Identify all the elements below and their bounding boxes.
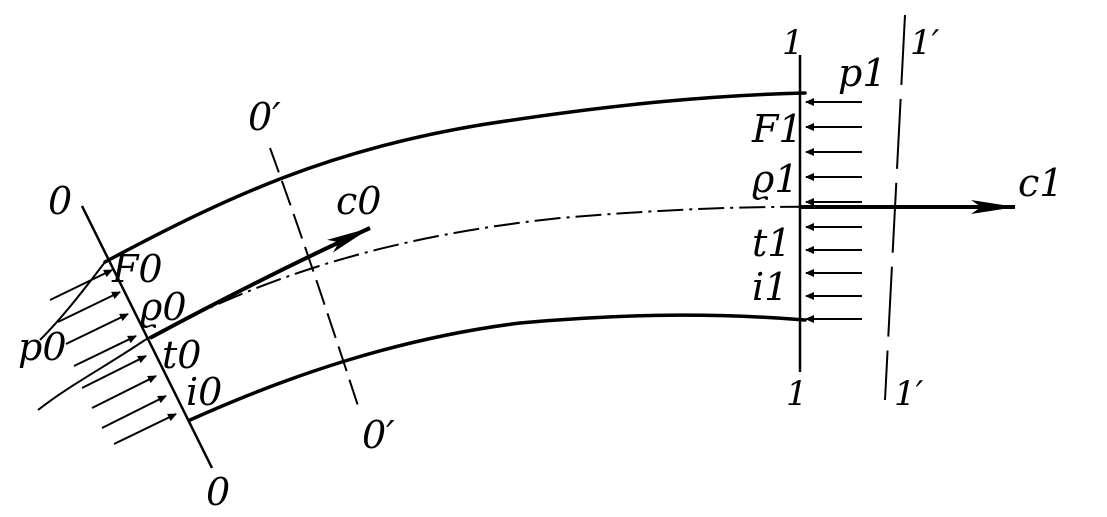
inlet-streamline-upper (39, 261, 106, 341)
label-section-1-top: 1 (782, 23, 804, 63)
label-pressure-outlet: p1 (838, 51, 887, 95)
label-density-inlet: ϱ0 (140, 285, 187, 329)
label-section-1p-top: 1′ (910, 23, 940, 63)
label-enthalpy-outlet: i1 (752, 265, 788, 309)
label-section-0-top: 0 (48, 179, 72, 223)
inlet-pressure-arrows (49, 269, 177, 445)
label-velocity-inlet: c0 (336, 179, 381, 223)
label-temperature-inlet: t0 (162, 333, 201, 377)
label-velocity-outlet: c1 (1018, 161, 1063, 205)
inlet-streamline-lower (37, 339, 146, 411)
label-area-outlet: F1 (751, 107, 803, 151)
lower-wall (188, 313, 807, 422)
section-0-line (80, 205, 214, 469)
label-section-1p-bottom: 1′ (894, 374, 924, 414)
velocity-inlet-arrow (149, 226, 371, 340)
label-area-inlet: F0 (111, 247, 163, 291)
center-streamline (144, 205, 841, 341)
upper-wall (103, 91, 807, 264)
label-temperature-outlet: t1 (752, 221, 791, 265)
label-section-0p-bottom: 0′ (362, 413, 395, 457)
outlet-pressure-arrows (805, 98, 862, 323)
label-pressure-inlet: p0 (18, 325, 67, 369)
label-section-1-bottom: 1 (786, 374, 808, 414)
label-density-outlet: ϱ1 (752, 157, 799, 201)
label-section-0-bottom: 0 (206, 470, 230, 514)
label-section-0p-top: 0′ (248, 95, 281, 139)
label-enthalpy-inlet: i0 (186, 370, 222, 414)
